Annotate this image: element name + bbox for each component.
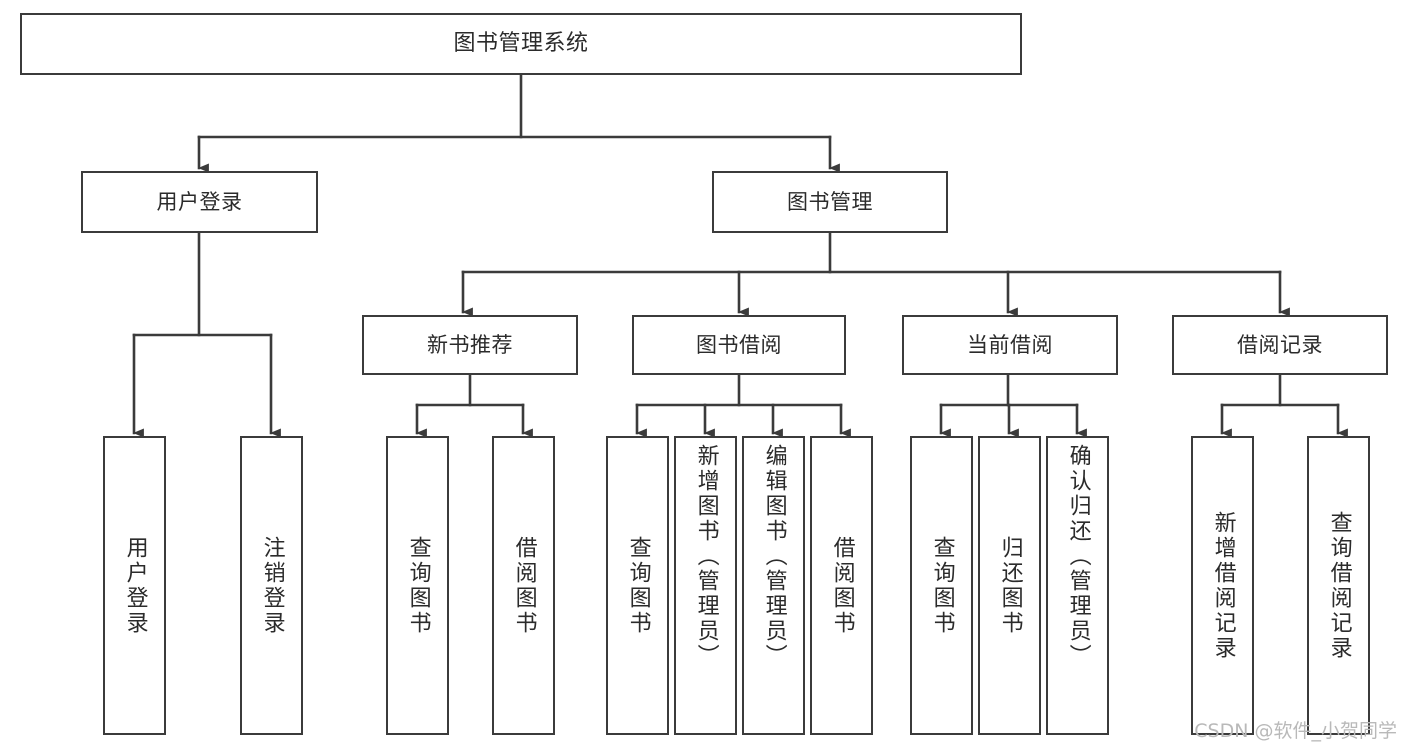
node-label: 借阅图书 (511, 535, 537, 636)
node-label: 查询图书 (625, 535, 651, 636)
node-label: 借阅图书 (829, 535, 855, 636)
node-current-borrow[interactable]: 当前借阅 (902, 315, 1118, 375)
node-borrow-record[interactable]: 借阅记录 (1172, 315, 1388, 375)
node-label: 借阅记录 (1237, 332, 1323, 357)
leaf-new-book-query-books[interactable]: 查询图书 (386, 436, 449, 735)
csdn-watermark: CSDN @软件_小贺同学 (1194, 720, 1397, 742)
node-label: 当前借阅 (967, 332, 1053, 357)
leaf-user-login-logout[interactable]: 注销登录 (240, 436, 303, 735)
node-label: 新增图书（管理员） (693, 444, 719, 669)
node-label: 图书借阅 (696, 332, 782, 357)
leaf-book-borrow-borrow-books[interactable]: 借阅图书 (810, 436, 873, 735)
node-root-book-management-system[interactable]: 图书管理系统 (20, 13, 1022, 75)
node-label: 新书推荐 (427, 332, 513, 357)
node-label: 用户登录 (122, 535, 148, 636)
node-user-login[interactable]: 用户登录 (81, 171, 318, 233)
leaf-borrow-record-add-record[interactable]: 新增借阅记录 (1191, 436, 1254, 735)
node-label: 图书管理 (787, 189, 873, 214)
node-label: 查询图书 (929, 535, 955, 636)
node-label: 用户登录 (156, 189, 243, 214)
leaf-book-borrow-query-books[interactable]: 查询图书 (606, 436, 669, 735)
node-label: 确认归还（管理员） (1065, 444, 1091, 669)
leaf-current-borrow-return-books[interactable]: 归还图书 (978, 436, 1041, 735)
leaf-current-borrow-query-books[interactable]: 查询图书 (910, 436, 973, 735)
leaf-borrow-record-query-record[interactable]: 查询借阅记录 (1307, 436, 1370, 735)
node-label: 归还图书 (997, 535, 1023, 636)
node-label: 编辑图书（管理员） (761, 444, 787, 669)
node-label: 查询图书 (405, 535, 431, 636)
leaf-new-book-borrow-books[interactable]: 借阅图书 (492, 436, 555, 735)
node-label: 查询借阅记录 (1326, 510, 1352, 661)
leaf-user-login-login[interactable]: 用户登录 (103, 436, 166, 735)
leaf-current-borrow-confirm-return-admin[interactable]: 确认归还（管理员） (1046, 436, 1109, 735)
leaf-book-borrow-edit-book-admin[interactable]: 编辑图书（管理员） (742, 436, 805, 735)
leaf-book-borrow-add-book-admin[interactable]: 新增图书（管理员） (674, 436, 737, 735)
node-label: 注销登录 (259, 535, 285, 636)
node-label: 新增借阅记录 (1210, 510, 1236, 661)
node-label: 图书管理系统 (453, 31, 589, 57)
node-new-book-recommend[interactable]: 新书推荐 (362, 315, 578, 375)
node-book-borrow[interactable]: 图书借阅 (632, 315, 846, 375)
node-book-management[interactable]: 图书管理 (712, 171, 948, 233)
